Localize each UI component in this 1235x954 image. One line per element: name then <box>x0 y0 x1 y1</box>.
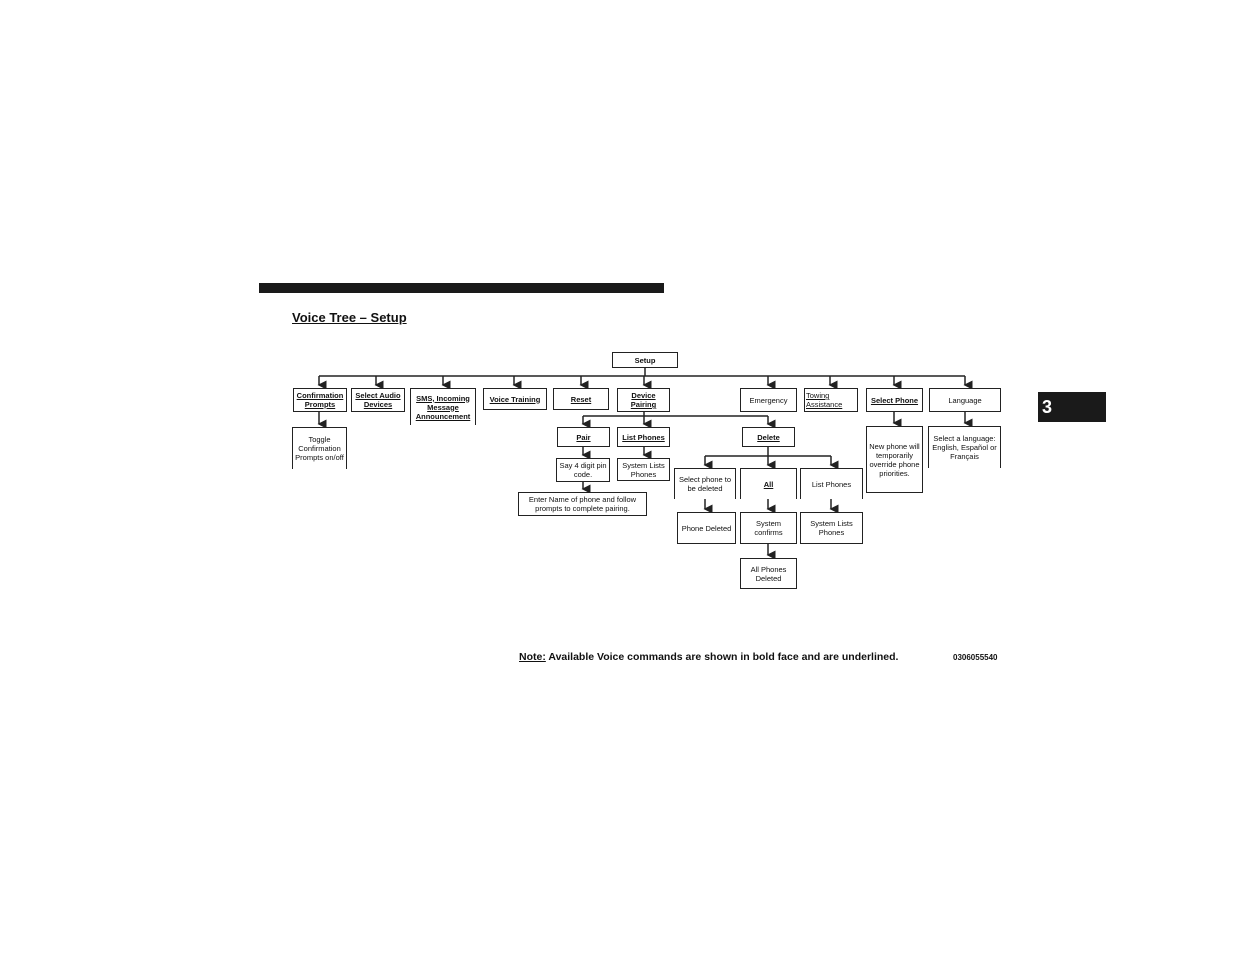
node-language: Language <box>929 388 1001 412</box>
node-all-phones-deleted: All Phones Deleted <box>740 558 797 589</box>
node-sms-announcement: SMS, Incoming Message Announcement <box>410 388 476 425</box>
node-confirmation-prompts: Confirmation Prompts <box>293 388 347 412</box>
node-setup: Setup <box>612 352 678 368</box>
node-enter-name: Enter Name of phone and follow prompts t… <box>518 492 647 516</box>
node-towing-assistance: Towing Assistance <box>804 388 858 412</box>
node-device-pairing: Device Pairing <box>617 388 670 412</box>
node-delete: Delete <box>742 427 795 447</box>
footnote: Note: Available Voice commands are shown… <box>519 651 898 663</box>
node-pair: Pair <box>557 427 610 447</box>
node-select-phone-delete: Select phone to be deleted <box>674 468 736 499</box>
node-list-phones: List Phones <box>617 427 670 447</box>
figure-code: 0306055540 <box>953 653 998 662</box>
node-system-confirms: System confirms <box>740 512 797 544</box>
node-delete-list-phones: List Phones <box>800 468 863 499</box>
node-new-phone-override: New phone will temporarily override phon… <box>866 426 923 493</box>
node-emergency: Emergency <box>740 388 797 412</box>
note-label: Note: <box>519 651 546 663</box>
node-select-audio-devices: Select Audio Devices <box>351 388 405 412</box>
note-text: Available Voice commands are shown in bo… <box>545 651 899 663</box>
node-say-pin: Say 4 digit pin code. <box>556 458 610 482</box>
node-system-lists-phones: System Lists Phones <box>617 458 670 481</box>
chapter-tab: 3 <box>1038 392 1106 422</box>
node-toggle-confirmation: Toggle Confirmation Prompts on/off <box>292 427 347 469</box>
node-phone-deleted: Phone Deleted <box>677 512 736 544</box>
node-voice-training: Voice Training <box>483 388 547 410</box>
node-select-phone: Select Phone <box>866 388 923 412</box>
node-reset: Reset <box>553 388 609 410</box>
page-title: Voice Tree – Setup <box>292 310 407 325</box>
node-delete-all: All <box>740 468 797 499</box>
node-system-lists-phones-2: System Lists Phones <box>800 512 863 544</box>
node-select-language: Select a language: English, Español or F… <box>928 426 1001 468</box>
header-rule <box>259 283 664 293</box>
